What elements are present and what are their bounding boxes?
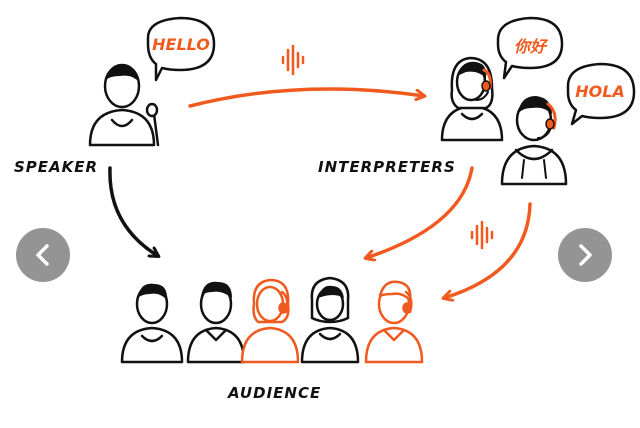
- interpreters-label: INTERPRETERS: [318, 158, 456, 176]
- sound-wave-icon: [281, 44, 305, 76]
- audience-member-2: [186, 281, 246, 364]
- interpreter-1-speech-bubble: [496, 16, 564, 80]
- interpreter-2-bubble-text: HOLA: [575, 82, 625, 101]
- previous-slide-button[interactable]: [16, 228, 70, 282]
- interpreter-2-to-audience-arrow: [444, 202, 532, 298]
- next-slide-button[interactable]: [558, 228, 612, 282]
- audience-label: AUDIENCE: [228, 384, 322, 402]
- interpreter-1-to-audience-arrow: [366, 166, 474, 258]
- interpreter-2-speech-bubble: [566, 62, 636, 126]
- audience-member-5: [364, 280, 424, 364]
- interpreter-figure-1: [440, 56, 504, 142]
- interpreter-1-bubble-text: 你好: [513, 37, 546, 56]
- speaker-speech-bubble: [146, 16, 216, 82]
- speaker-to-interpreters-arrow: [188, 87, 424, 108]
- audience-member-4: [300, 276, 360, 364]
- speaker-bubble-text: HELLO: [152, 35, 210, 54]
- audience-member-1: [120, 283, 184, 364]
- speaker-label: SPEAKER: [14, 158, 99, 176]
- chevron-right-icon: [579, 244, 592, 266]
- speaker-figure: [88, 63, 160, 147]
- speaker-to-audience-arrow: [108, 166, 158, 256]
- sound-wave-icon: [470, 220, 494, 250]
- audience-member-3: [240, 278, 300, 364]
- interpreter-figure-2: [500, 96, 568, 186]
- chevron-left-icon: [36, 244, 49, 266]
